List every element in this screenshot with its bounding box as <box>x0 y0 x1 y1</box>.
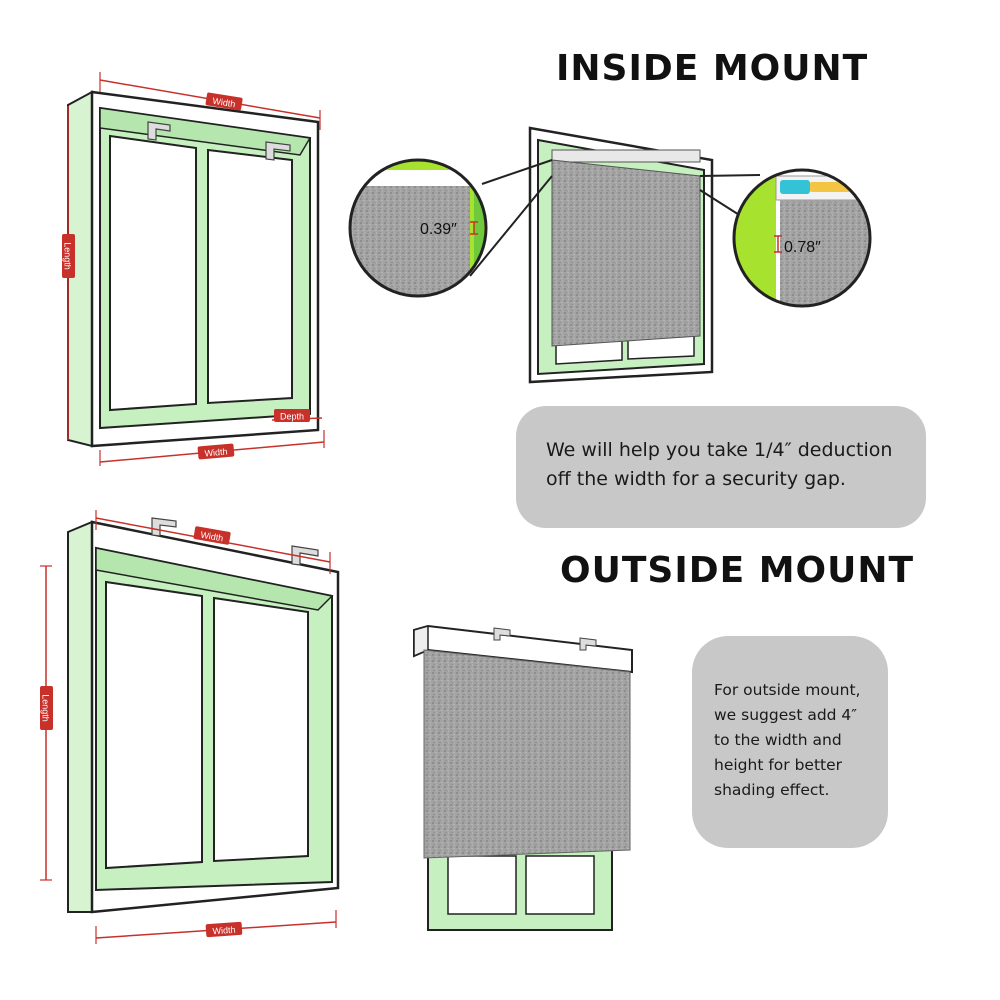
outside-mount-window <box>413 624 633 931</box>
width-label: Width <box>212 96 236 109</box>
width-label: Width <box>200 530 224 544</box>
outside-measure-window: Width Length Width <box>40 510 340 944</box>
length-label: Length <box>41 694 51 722</box>
inside-mount-note: We will help you take 1/4″ deduction off… <box>516 406 926 528</box>
inside-mount-window <box>469 126 761 384</box>
outside-note-line: we suggest add 4″ <box>714 706 858 724</box>
inside-note-line: We will help you take 1/4″ deduction <box>546 439 893 461</box>
outside-note-line: shading effect. <box>714 781 830 799</box>
bracket-icon <box>151 517 177 537</box>
bracket-icon <box>291 545 319 566</box>
width-label: Width <box>212 925 236 937</box>
bracket-icon <box>265 141 291 161</box>
bracket-icon <box>493 627 511 641</box>
right-gap-magnifier: 0.78″ <box>732 168 872 308</box>
width-label: Width <box>204 447 228 459</box>
outside-note-line: to the width and <box>714 731 842 749</box>
outside-mount-heading: OUTSIDE MOUNT <box>560 550 915 591</box>
outside-note-line: height for better <box>714 756 843 774</box>
inside-measure-window: Width Length Depth Width <box>62 72 325 466</box>
inside-mount-heading: INSIDE MOUNT <box>556 48 869 89</box>
bracket-icon <box>147 121 171 141</box>
outside-note-line: For outside mount, <box>714 681 861 699</box>
outside-mount-note: For outside mount, we suggest add 4″ to … <box>692 636 888 848</box>
bracket-icon <box>579 637 597 651</box>
length-label: Length <box>63 242 73 270</box>
depth-label: Depth <box>280 412 304 422</box>
inside-note-line: off the width for a security gap. <box>546 468 846 490</box>
left-gap-label: 0.39″ <box>420 221 457 238</box>
left-gap-magnifier: 0.39″ <box>348 158 488 298</box>
right-gap-label: 0.78″ <box>784 239 821 256</box>
